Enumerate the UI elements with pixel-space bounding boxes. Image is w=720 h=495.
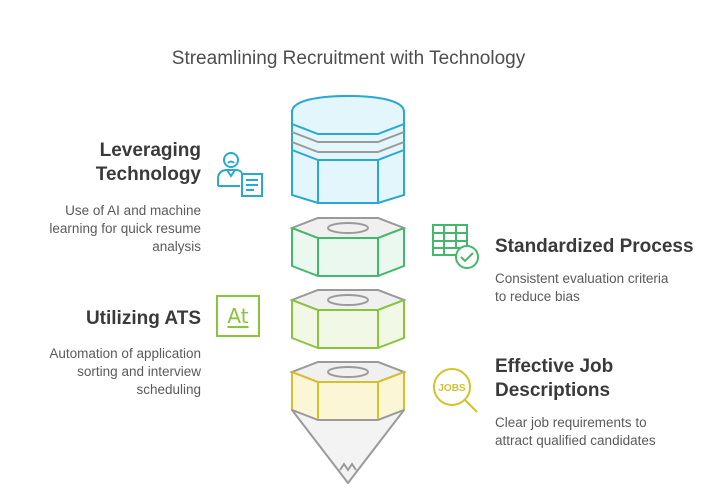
- description-line: Use of AI and machine: [65, 203, 201, 218]
- jobs-icon-text: JOBS: [438, 383, 466, 394]
- diagram-title: Streamlining Recruitment with Technology: [171, 48, 526, 69]
- description-line: attract qualified candidates: [495, 433, 656, 448]
- at-text-icon: At: [216, 295, 260, 337]
- segment-effective-job-descriptions: [289, 361, 407, 421]
- person-document-icon: [217, 152, 263, 197]
- description-line: sorting and interview: [77, 364, 201, 379]
- heading-effective-job-descriptions: Effective Job Descriptions: [495, 355, 715, 403]
- heading-standardized-process: Standardized Process: [495, 235, 715, 259]
- description-line: Clear job requirements to: [495, 415, 647, 430]
- checklist-table-icon: [432, 224, 479, 269]
- at-icon-text: At: [227, 304, 249, 328]
- description-line: Consistent evaluation criteria: [495, 271, 669, 286]
- heading-line: Effective Job: [495, 356, 614, 377]
- description-line: scheduling: [136, 382, 201, 397]
- heading-utilizing-ats: Utilizing ATS: [21, 307, 201, 331]
- description-effective-job-descriptions: Clear job requirements to attract qualif…: [495, 414, 715, 450]
- heading-line: Leveraging: [99, 140, 201, 161]
- description-standardized-process: Consistent evaluation criteria to reduce…: [495, 270, 715, 306]
- description-line: to reduce bias: [495, 289, 580, 304]
- heading-line: Descriptions: [495, 380, 611, 401]
- description-leveraging-technology: Use of AI and machine learning for quick…: [0, 202, 201, 256]
- segment-standardized-process: [289, 217, 407, 277]
- jobs-magnifier-icon: JOBS: [433, 368, 478, 413]
- description-line: learning for quick resume: [49, 221, 201, 236]
- heading-line: Technology: [95, 164, 201, 185]
- heading-line: Utilizing ATS: [85, 308, 201, 329]
- description-utilizing-ats: Automation of application sorting and in…: [0, 345, 201, 399]
- description-line: Automation of application: [49, 346, 201, 361]
- heading-line: Standardized Process: [495, 236, 694, 257]
- heading-leveraging-technology: Leveraging Technology: [21, 139, 201, 187]
- diagram-tip: [291, 409, 405, 484]
- segment-leveraging-technology: [291, 94, 405, 204]
- description-line: analysis: [152, 239, 201, 254]
- segment-utilizing-ats: [289, 289, 407, 349]
